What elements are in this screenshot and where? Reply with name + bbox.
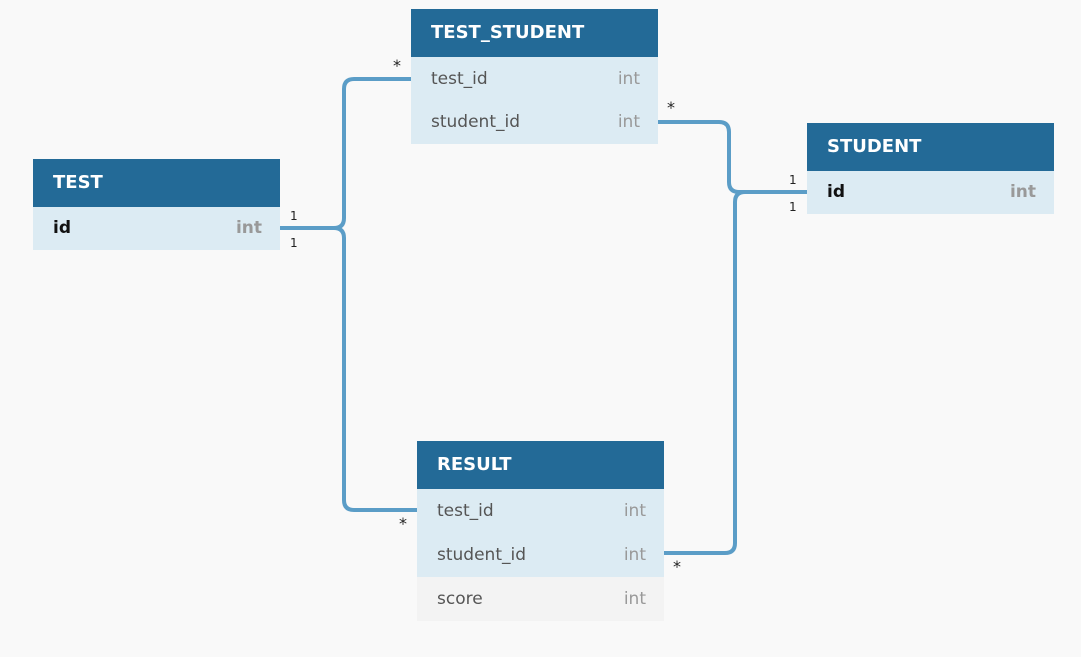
entity-test-student[interactable]: TEST_STUDENT test_id int student_id int bbox=[411, 9, 658, 144]
field-row[interactable]: test_id int bbox=[411, 57, 658, 101]
entity-title: TEST_STUDENT bbox=[411, 9, 658, 57]
cardinality-label: * bbox=[667, 98, 675, 117]
field-type: int bbox=[617, 69, 640, 89]
field-name: score bbox=[437, 589, 483, 609]
field-type: int bbox=[623, 589, 646, 609]
field-name: test_id bbox=[431, 69, 488, 89]
field-type: int bbox=[623, 501, 646, 521]
field-name: student_id bbox=[437, 545, 527, 565]
field-type: int bbox=[235, 218, 262, 238]
entity-result[interactable]: RESULT test_id int student_id int score … bbox=[417, 441, 664, 621]
field-name: student_id bbox=[431, 112, 521, 132]
field-type: int bbox=[1009, 182, 1036, 202]
field-row[interactable]: id int bbox=[33, 207, 280, 250]
connector-test-to-test-student[interactable] bbox=[279, 77, 413, 230]
field-row[interactable]: student_id int bbox=[417, 533, 664, 577]
field-type: int bbox=[623, 545, 646, 565]
cardinality-label: 1 bbox=[789, 173, 797, 187]
cardinality-label: 1 bbox=[290, 236, 298, 250]
cardinality-label: * bbox=[399, 514, 407, 533]
entity-test[interactable]: TEST id int bbox=[33, 159, 280, 250]
entity-title: RESULT bbox=[417, 441, 664, 489]
cardinality-label: * bbox=[673, 557, 681, 576]
field-row[interactable]: test_id int bbox=[417, 489, 664, 533]
field-row[interactable]: score int bbox=[417, 577, 664, 621]
entity-title: TEST bbox=[33, 159, 280, 207]
cardinality-label: 1 bbox=[789, 200, 797, 214]
entity-title: STUDENT bbox=[807, 123, 1054, 171]
field-type: int bbox=[617, 112, 640, 132]
field-row[interactable]: student_id int bbox=[411, 101, 658, 144]
connector-test-to-result[interactable] bbox=[279, 226, 419, 512]
entity-student[interactable]: STUDENT id int bbox=[807, 123, 1054, 214]
connector-student-to-test-student[interactable] bbox=[656, 120, 809, 194]
field-name: test_id bbox=[437, 501, 494, 521]
field-row[interactable]: id int bbox=[807, 171, 1054, 214]
field-name: id bbox=[827, 182, 845, 202]
field-name: id bbox=[53, 218, 71, 238]
cardinality-label: * bbox=[393, 56, 401, 75]
connector-student-to-result[interactable] bbox=[662, 190, 809, 555]
cardinality-label: 1 bbox=[290, 209, 298, 223]
